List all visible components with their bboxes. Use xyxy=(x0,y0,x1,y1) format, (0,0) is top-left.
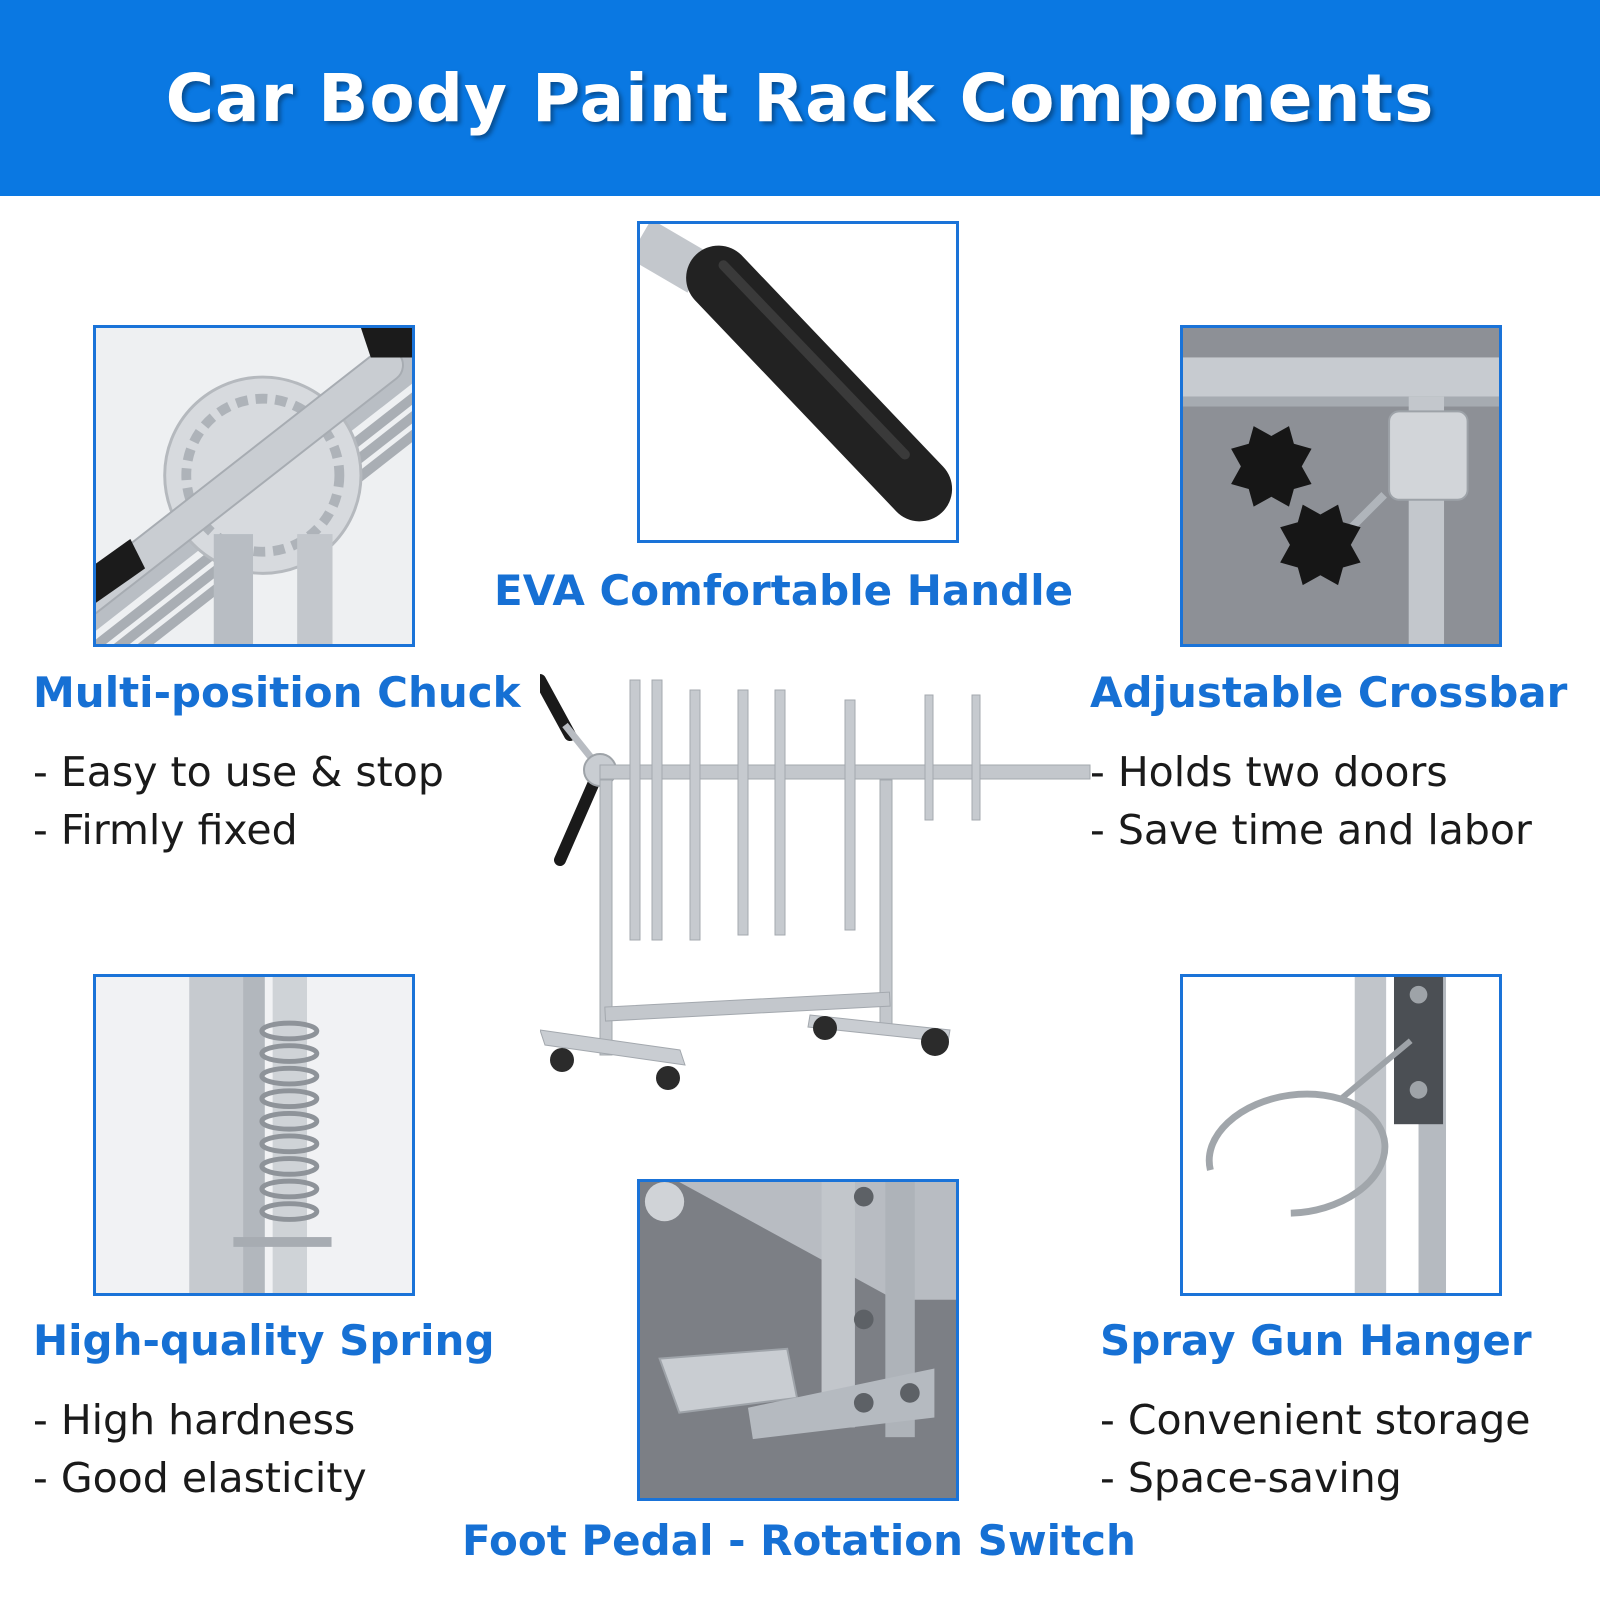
spring-heading: High-quality Spring xyxy=(33,1316,495,1365)
chuck-closeup-image xyxy=(93,325,415,647)
list-item: - Good elasticity xyxy=(33,1454,367,1502)
chuck-heading: Multi-position Chuck xyxy=(33,668,521,717)
paint-rack-illustration xyxy=(534,670,1100,1120)
pedal-closeup-image xyxy=(637,1179,959,1501)
spring-closeup-image xyxy=(93,974,415,1296)
crossbar-heading: Adjustable Crossbar xyxy=(1090,668,1568,717)
hanger-closeup-image xyxy=(1180,974,1502,1296)
spring-bullet-list: - High hardness - Good elasticity xyxy=(33,1391,367,1507)
title-banner: Car Body Paint Rack Components xyxy=(0,0,1600,196)
list-item: - High hardness xyxy=(33,1396,356,1444)
hanger-heading: Spray Gun Hanger xyxy=(1100,1316,1532,1365)
chuck-bullet-list: - Easy to use & stop - Firmly fixed xyxy=(33,743,444,859)
list-item: - Space-saving xyxy=(1100,1454,1402,1502)
pedal-heading: Foot Pedal - Rotation Switch xyxy=(462,1516,1136,1565)
list-item: - Easy to use & stop xyxy=(33,748,444,796)
handle-heading: EVA Comfortable Handle xyxy=(494,566,1074,615)
handle-closeup-image xyxy=(637,221,959,543)
list-item: - Save time and labor xyxy=(1090,806,1532,854)
page-title: Car Body Paint Rack Components xyxy=(165,59,1435,137)
list-item: - Holds two doors xyxy=(1090,748,1448,796)
list-item: - Convenient storage xyxy=(1100,1396,1531,1444)
hanger-bullet-list: - Convenient storage - Space-saving xyxy=(1100,1391,1530,1507)
list-item: - Firmly fixed xyxy=(33,806,298,854)
crossbar-closeup-image xyxy=(1180,325,1502,647)
crossbar-bullet-list: - Holds two doors - Save time and labor xyxy=(1090,743,1532,859)
